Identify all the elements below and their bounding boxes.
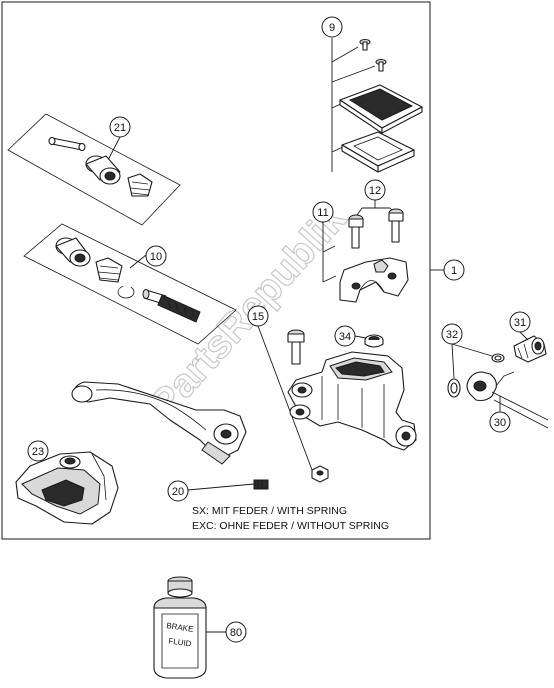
sealing-washer (491, 353, 505, 363)
bottle-label-line1: BRAKE (166, 621, 194, 634)
reservoir-cover (339, 84, 423, 134)
lever-pivot-group: 15 (247, 305, 329, 483)
lever-guard (15, 451, 119, 525)
callout-34 (334, 325, 356, 347)
rubber-boot (127, 173, 153, 197)
callout-1 (443, 259, 465, 281)
callout-31-label: 31 (514, 317, 526, 329)
brake-line-group: 32 31 30 (441, 311, 549, 433)
cover-screw (375, 59, 387, 72)
lever-pivot-bolt (287, 329, 305, 365)
cover-screw (359, 39, 371, 51)
circlip (117, 285, 135, 299)
cover-kit-group: 9 (321, 16, 423, 173)
diagram-frame (1, 1, 431, 540)
callout-23 (27, 440, 49, 462)
sealing-washer (447, 378, 461, 398)
brake-fluid-group: BRAKE FLUID 80 (153, 576, 247, 679)
handlebar-clamp (339, 257, 409, 303)
lever-spring (253, 479, 269, 490)
callout-15-label: 15 (252, 311, 264, 323)
boot-kit-panel-21: 21 (7, 113, 181, 226)
lever-guard-group: 23 (15, 440, 119, 525)
note-sx: SX: MIT FEDER / WITH SPRING (192, 505, 347, 517)
callout-9 (321, 16, 343, 38)
lever-spring-group: 20 (167, 479, 269, 502)
callout-80 (225, 621, 247, 643)
piston-kit-panel-10: 10 (23, 223, 237, 345)
clamp-group: 11 12 (312, 179, 409, 303)
callout-32-label: 32 (446, 329, 458, 341)
callout-9-label: 9 (329, 22, 335, 34)
piston-assembly (142, 289, 201, 323)
bottle-label-line2: FLUID (168, 636, 192, 648)
callout-34-label: 34 (339, 331, 351, 343)
callout-1-label: 1 (451, 265, 457, 277)
lever-pivot-nut (311, 465, 329, 483)
bleed-cap-group: 34 (334, 325, 384, 348)
callout-15 (247, 305, 269, 327)
clamp-screw (348, 214, 364, 249)
callout-12-label: 12 (369, 185, 381, 197)
callout-11 (312, 201, 334, 223)
bleed-cap (364, 334, 384, 348)
note-exc: EXC: OHNE FEDER / WITHOUT SPRING (192, 520, 389, 532)
piston-boot (95, 257, 123, 283)
callout-21-label: 21 (114, 122, 126, 134)
callout-20-label: 20 (172, 486, 184, 498)
pivot-pin (48, 136, 86, 152)
clamp-screw (388, 208, 404, 243)
piston-sleeve (55, 237, 91, 267)
callout-20 (167, 480, 189, 502)
callout-21 (109, 116, 131, 138)
master-cylinder-body (287, 351, 417, 451)
callout-32 (441, 323, 463, 345)
callout-31 (509, 311, 531, 333)
callout-30 (489, 411, 511, 433)
callout-12 (364, 179, 386, 201)
brake-lever (71, 381, 247, 465)
callout-80-label: 80 (230, 627, 242, 639)
callout-30-label: 30 (494, 417, 506, 429)
callout-10 (145, 245, 167, 267)
bushing-sleeve (85, 155, 121, 185)
brake-fluid-bottle: BRAKE FLUID (153, 576, 207, 679)
callout-11-label: 11 (317, 207, 328, 219)
reservoir-diaphragm (341, 131, 415, 173)
callout-10-label: 10 (150, 251, 162, 263)
banjo-bolt (513, 335, 547, 363)
callout-23-label: 23 (32, 446, 44, 458)
brake-hose (466, 371, 549, 429)
